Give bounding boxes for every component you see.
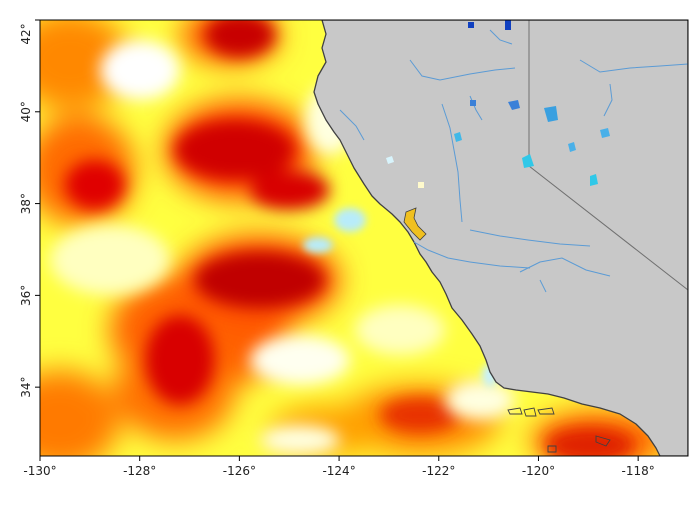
x-tick-label: -124°: [322, 464, 355, 478]
x-axis: -130° -128° -126° -124° -122° -120° -118°: [23, 456, 655, 478]
lakes: [386, 20, 610, 188]
y-tick-label: 36°: [19, 285, 33, 306]
ocean-hot-cores: [65, 20, 635, 456]
rivers: [339, 29, 688, 293]
x-tick-label: -120°: [522, 464, 555, 478]
y-tick-label: 38°: [19, 193, 33, 214]
y-tick-label: 40°: [19, 101, 33, 122]
sf-bay: [403, 207, 427, 241]
plot-area: [40, 20, 688, 456]
land-california: [313, 20, 688, 456]
y-tick-label: 34°: [19, 377, 33, 398]
x-tick-label: -128°: [123, 464, 156, 478]
x-tick-label: -126°: [223, 464, 256, 478]
y-axis: 42° 40° 38° 36° 34°: [19, 19, 40, 398]
x-tick-label: -122°: [422, 464, 455, 478]
plot-frame: [39, 19, 689, 457]
x-tick-label: -130°: [23, 464, 56, 478]
channel-islands: [507, 407, 611, 453]
x-tick-label: -118°: [622, 464, 655, 478]
y-tick-label: 42°: [19, 23, 33, 44]
